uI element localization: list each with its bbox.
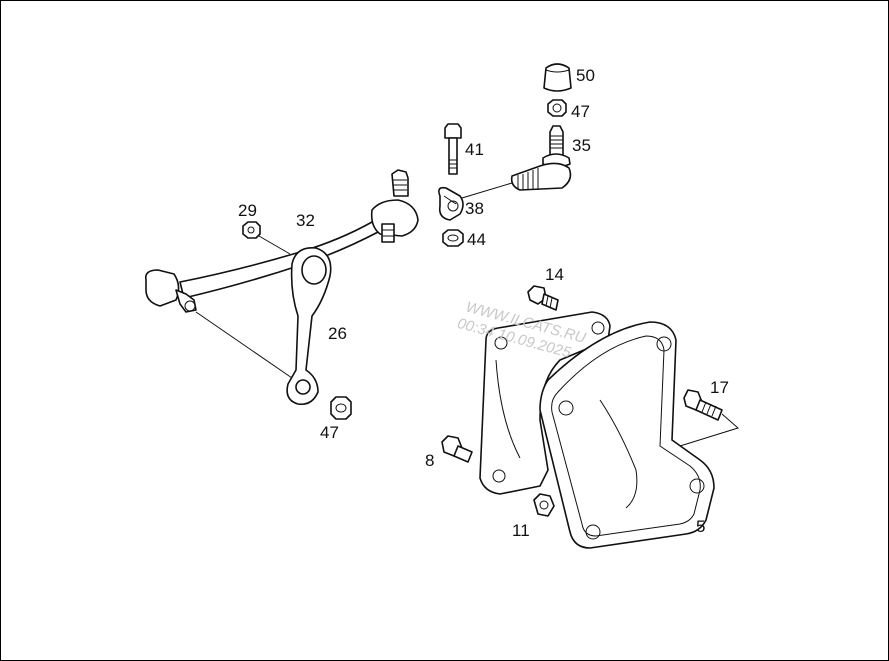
nut-47-bottom[interactable] [330, 396, 352, 420]
callout-38[interactable]: 38 [465, 199, 484, 218]
leader-17-5 [679, 413, 740, 447]
bolt-14[interactable] [527, 285, 559, 311]
callout-47-top[interactable]: 47 [571, 102, 590, 121]
callout-35[interactable]: 35 [572, 136, 591, 155]
callout-14[interactable]: 14 [545, 265, 564, 284]
leader-29 [258, 235, 291, 255]
clamp-38[interactable] [438, 186, 464, 221]
bolt-8[interactable] [441, 435, 473, 463]
callout-5[interactable]: 5 [696, 517, 705, 536]
dust-cap-50[interactable] [543, 63, 572, 92]
bolt-17[interactable] [683, 389, 723, 421]
drag-link-32[interactable] [144, 169, 419, 313]
nut-44[interactable] [442, 229, 464, 247]
bolt-41[interactable] [444, 123, 462, 175]
callout-8[interactable]: 8 [425, 451, 434, 470]
callout-17[interactable]: 17 [710, 378, 729, 397]
callout-labels: 50 47 41 35 38 44 29 32 26 47 14 17 8 11… [238, 66, 729, 540]
tie-rod-end-35[interactable] [510, 125, 572, 191]
nut-47-top[interactable] [547, 99, 567, 117]
leader-38-35 [461, 182, 513, 199]
callout-47-bottom[interactable]: 47 [320, 423, 339, 442]
callout-44[interactable]: 44 [467, 230, 486, 249]
nut-11[interactable] [533, 493, 555, 517]
callout-50[interactable]: 50 [576, 66, 595, 85]
callout-26[interactable]: 26 [328, 324, 347, 343]
bracket-5[interactable] [539, 321, 715, 549]
callout-29[interactable]: 29 [238, 201, 257, 220]
callout-11[interactable]: 11 [512, 521, 530, 540]
leader-26-arm [195, 311, 293, 379]
callout-41[interactable]: 41 [465, 140, 484, 159]
nut-29[interactable] [242, 221, 261, 239]
callout-32[interactable]: 32 [296, 211, 315, 230]
idler-arm-26[interactable] [286, 247, 332, 406]
bracket-rear[interactable] [479, 311, 611, 495]
